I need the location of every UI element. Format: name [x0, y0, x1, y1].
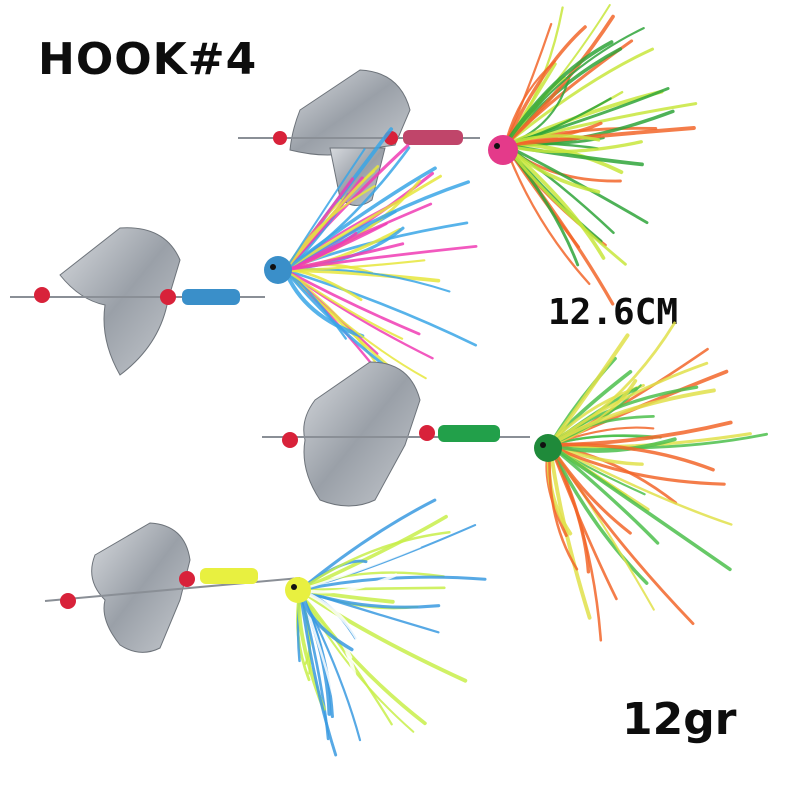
lure-4-skirt [296, 498, 487, 762]
bead [273, 131, 287, 145]
skirt-strand [283, 245, 478, 272]
lure-2-head [264, 256, 292, 284]
skirt-strand [283, 166, 437, 272]
lure-3-body [438, 425, 500, 442]
skirt-strand [548, 442, 715, 472]
skirt-strand [298, 530, 451, 592]
skirt-strand [548, 443, 695, 626]
skirt-strand [503, 143, 591, 286]
skirt-strand [503, 143, 627, 266]
skirt-strand [284, 148, 366, 271]
skirt-strand [298, 588, 338, 757]
skirt-strand [298, 586, 446, 592]
skirt-strand [548, 443, 732, 572]
skirt-strand [548, 388, 716, 447]
lure-1-head [488, 135, 518, 165]
skirt-strand [298, 588, 468, 683]
hook-size-label: HOOK#4 [38, 34, 258, 85]
length-label: 12.6CM [548, 292, 679, 333]
skirt-strand [548, 443, 726, 486]
lure-3-skirt [545, 321, 768, 642]
skirt-strand [298, 498, 437, 592]
lure-2-body [182, 289, 240, 305]
skirt-strand [503, 47, 654, 147]
skirt-strand [548, 443, 618, 601]
skirt-strand [503, 143, 649, 225]
skirt-strand [503, 40, 614, 147]
skirt-strand [298, 588, 427, 726]
skirt-strand [283, 268, 478, 347]
skirt-strand [503, 60, 556, 147]
lure-green-head [262, 321, 768, 642]
skirt-strand [503, 14, 615, 147]
lure-yellow-head [44, 498, 487, 762]
skirt-strand [548, 437, 677, 453]
lure-2-skirt [283, 127, 478, 410]
skirt-strand [503, 143, 606, 260]
lure-1-skirt [503, 4, 698, 306]
lure-4-blade [91, 522, 191, 653]
skirt-strand [283, 268, 404, 340]
skirt-strand [298, 514, 448, 592]
skirt-strand [283, 268, 421, 336]
skirt-strand [283, 165, 380, 272]
lure-3-head [534, 434, 562, 462]
skirt-strand [503, 25, 587, 147]
weight-label: 12gr [622, 694, 737, 745]
lure-1-body [403, 130, 463, 145]
lure-blue-head [10, 127, 478, 410]
lure-pink-head [238, 4, 698, 306]
skirt-strand [298, 545, 421, 592]
skirt-strand [548, 361, 709, 447]
skirt-strand [548, 443, 649, 585]
skirt-strand [283, 268, 365, 339]
lure-4-body [200, 568, 258, 584]
skirt-strand [548, 443, 660, 545]
lure-2-blade [59, 227, 181, 376]
lure-3-blade [303, 361, 421, 507]
lure-4-head [285, 577, 311, 603]
